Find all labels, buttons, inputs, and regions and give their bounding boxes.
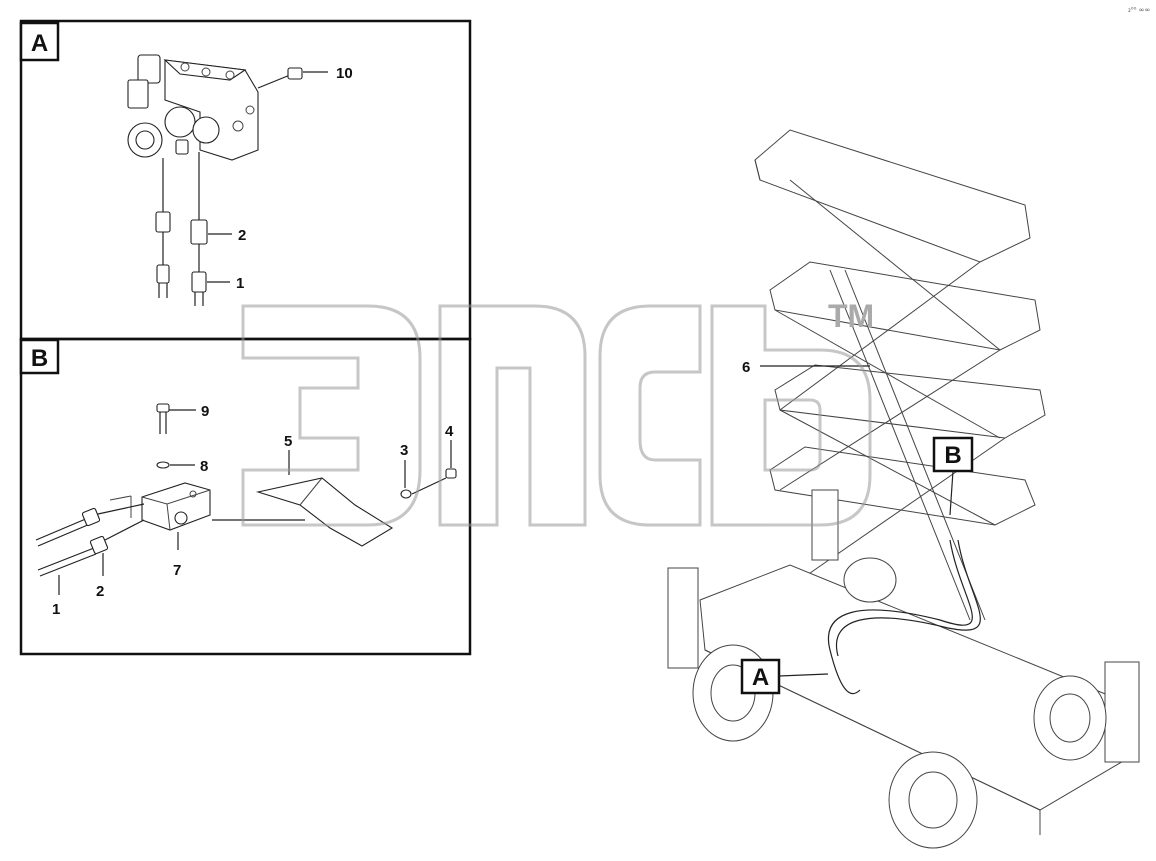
fitting-assembly-left bbox=[155, 158, 171, 298]
machine-marker-a: A bbox=[740, 658, 829, 695]
callout-6: 6 bbox=[742, 359, 750, 376]
callout-7: 7 bbox=[173, 562, 181, 579]
panel-a: A 10 bbox=[19, 19, 472, 341]
valve-block-illustration bbox=[127, 54, 259, 161]
machine-marker-b: B bbox=[932, 436, 974, 516]
callout-9: 9 bbox=[201, 403, 209, 420]
port-fitting-10 bbox=[257, 67, 328, 89]
corner-code: ₂⁰⁰ ∞∞ bbox=[1128, 6, 1150, 14]
callout-1-b: 1 bbox=[52, 601, 60, 618]
watermark-trademark: TM bbox=[828, 298, 874, 334]
valve-7 bbox=[141, 482, 211, 550]
callout-3: 3 bbox=[400, 442, 408, 459]
fitting-assembly-right bbox=[190, 152, 208, 306]
panel-b-label: B bbox=[31, 345, 48, 372]
scissor-lift-illustration bbox=[667, 129, 1140, 849]
callout-10: 10 bbox=[336, 65, 353, 82]
callout-2-b: 2 bbox=[96, 583, 104, 600]
panel-b: B 9 8 7 bbox=[19, 337, 472, 656]
watermark-logo bbox=[241, 304, 872, 527]
machine-marker-a-label: A bbox=[752, 664, 769, 691]
callout-1: 1 bbox=[236, 275, 244, 292]
bracket-5 bbox=[212, 450, 394, 547]
callout-5: 5 bbox=[284, 433, 292, 450]
panel-a-label: A bbox=[31, 30, 48, 57]
hose-fitting-upper bbox=[35, 503, 145, 547]
washer-8 bbox=[156, 461, 195, 469]
callout-4: 4 bbox=[445, 423, 454, 440]
callout-8: 8 bbox=[200, 458, 208, 475]
bolt-9 bbox=[156, 403, 196, 434]
machine-marker-b-label: B bbox=[944, 442, 961, 469]
hose-fitting-lower bbox=[37, 519, 145, 577]
callout-2: 2 bbox=[238, 227, 246, 244]
spacer-3 bbox=[400, 460, 412, 499]
